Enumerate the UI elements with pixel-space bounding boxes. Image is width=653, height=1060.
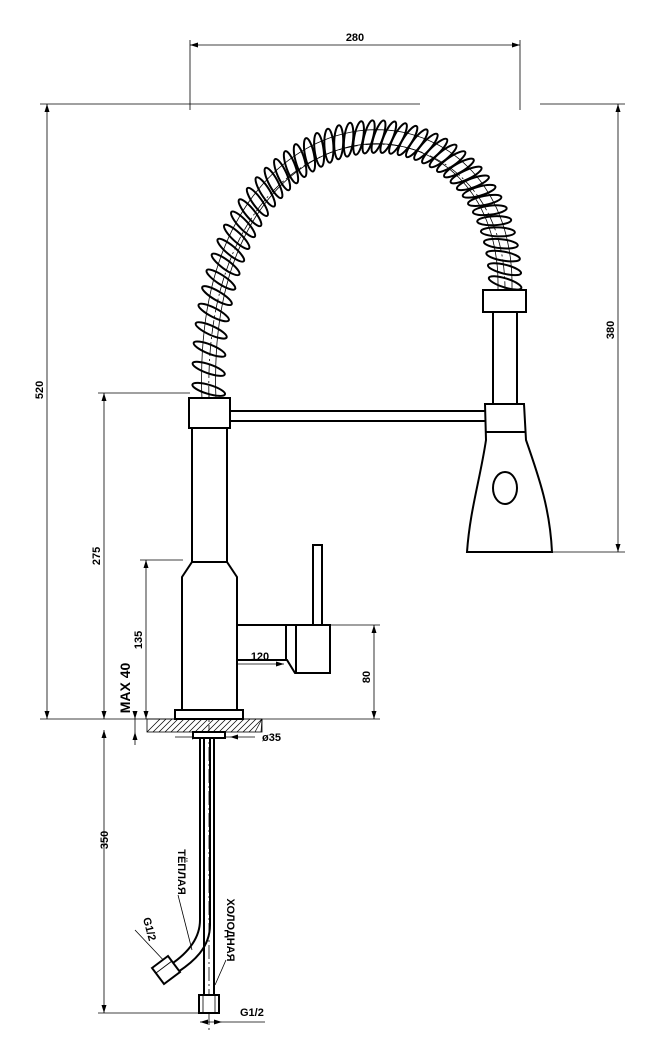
spring-coil-loop (461, 183, 497, 199)
spring-coil-loop (230, 210, 257, 239)
dim-350: 350 (99, 831, 111, 849)
thread-warm-label: G1/2 (140, 916, 158, 942)
spring-coil-loop (210, 252, 241, 277)
hatch-line (158, 718, 173, 733)
hatch-line (200, 718, 215, 733)
spring-coil-loop (237, 198, 263, 228)
faucet-body (146, 289, 554, 1014)
spring-coil-loop (194, 321, 228, 340)
dim-280: 280 (346, 32, 364, 44)
hatch-line (242, 718, 257, 733)
spring-coil-loop (467, 193, 503, 207)
hatch-line (146, 718, 161, 733)
countertop-hatch (146, 718, 263, 733)
hatch-line (212, 718, 227, 733)
dim-275: 275 (91, 547, 103, 565)
hatch-line (164, 718, 179, 733)
dim-80: 80 (361, 671, 373, 683)
dim-520: 520 (34, 381, 46, 399)
spring-coil-loop (282, 150, 300, 185)
hatch-line (230, 718, 245, 733)
spring-coil (191, 119, 523, 401)
spring-coil-loop (254, 176, 277, 208)
hatch-line (176, 718, 191, 733)
spring-coil-loop (292, 143, 308, 179)
max-countertop-label: MAX 40 (117, 663, 133, 714)
hatch-line (152, 718, 167, 733)
spring-coil-loop (482, 237, 519, 250)
warm-hose-label: ТЁПЛАЯ (175, 849, 188, 895)
hatch-line (224, 718, 239, 733)
spring-coil-loop (263, 166, 284, 200)
spring-coil-loop (487, 275, 523, 291)
hatch-line (236, 718, 251, 733)
spring-coil-loop (479, 226, 516, 238)
spring-coil-loop (191, 360, 226, 377)
spring-coil-loop (485, 249, 521, 263)
spring-coil-loop (476, 215, 513, 227)
hatch-line (260, 718, 263, 733)
dim-135: 135 (133, 631, 145, 649)
hatch-line (206, 718, 221, 733)
thread-cold-label: G1/2 (240, 1007, 264, 1019)
spring-coil-loop (323, 127, 335, 164)
spring-coil-loop (333, 124, 345, 161)
spring-coil-loop (370, 119, 387, 154)
spring-coil-loop (197, 302, 230, 323)
hatch-line (254, 718, 263, 733)
hatch-line (188, 718, 203, 733)
spring-coil-loop (192, 340, 227, 358)
dimension-labels: 280 520 380 275 135 120 80 MAX 40 ø35 35… (34, 32, 617, 1019)
dim-mount-hole: ø35 (262, 732, 281, 744)
spring-coil-loop (273, 157, 292, 192)
spring-coil-loop (222, 223, 251, 250)
spring-coil-loop (302, 137, 317, 173)
dim-380: 380 (605, 321, 617, 339)
spring-coil-loop (471, 204, 508, 217)
spring-coil-loop (216, 237, 246, 263)
spring-coil-loop (205, 268, 237, 291)
cold-hose-label: ХОЛОДНАЯ (224, 898, 236, 961)
hatch-line (170, 718, 185, 733)
spring-coil-loop (245, 186, 269, 217)
hatch-line (248, 718, 263, 733)
dim-120: 120 (251, 651, 269, 663)
spring-coil-loop (313, 132, 326, 168)
spring-coil-loop (486, 262, 523, 277)
hatch-line (218, 718, 233, 733)
hatch-line (194, 718, 209, 733)
hatch-line (182, 718, 197, 733)
spring-coil-loop (191, 381, 227, 397)
spring-coil-loop (201, 285, 233, 307)
